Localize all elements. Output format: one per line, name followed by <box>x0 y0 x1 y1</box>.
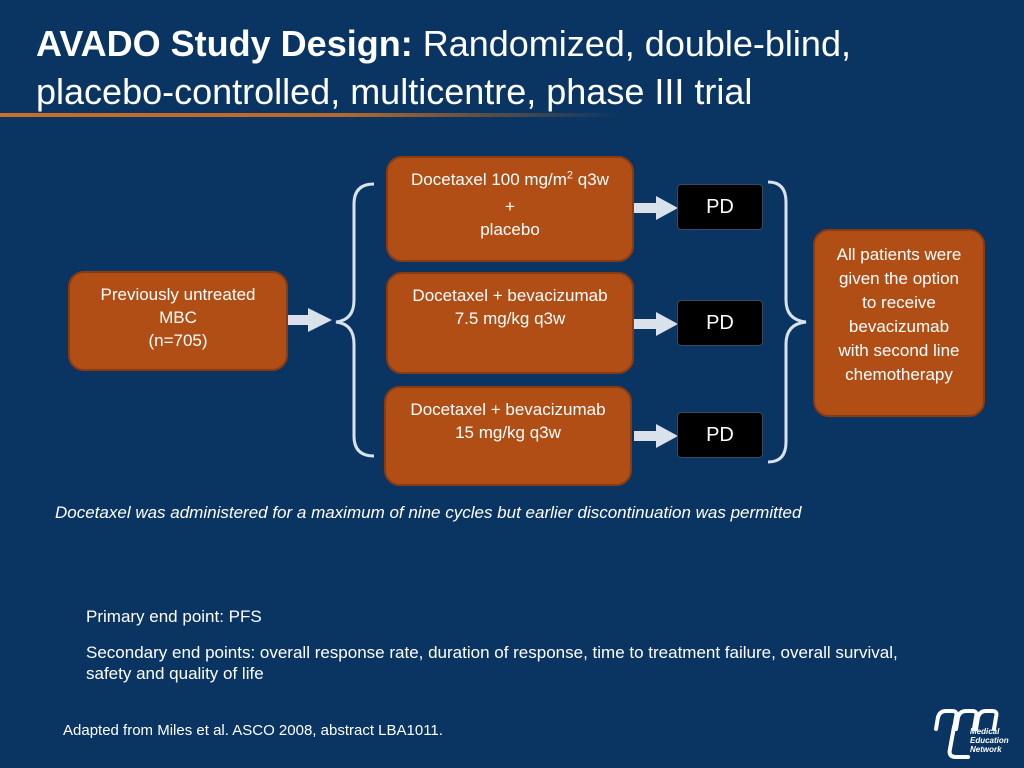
option-line: to receive <box>862 293 936 312</box>
title-underline <box>0 113 620 117</box>
arm2-line1: Docetaxel + bevacizumab <box>412 286 608 305</box>
arrow-population <box>288 308 332 332</box>
source-citation: Adapted from Miles et al. ASCO 2008, abs… <box>63 722 443 739</box>
left-brace <box>335 182 375 458</box>
population-line1: Previously untreated <box>100 285 256 304</box>
primary-endpoint: Primary end point: PFS <box>86 607 262 626</box>
pd-box-2: PD <box>677 300 763 346</box>
slide-title: AVADO Study Design: Randomized, double-b… <box>36 20 996 116</box>
second-line-option-box: All patients were given the option to re… <box>813 229 985 417</box>
option-line: All patients were <box>836 245 962 264</box>
pd-box-1: PD <box>677 184 763 230</box>
option-line: bevacizumab <box>848 317 950 336</box>
arm3-line2: 15 mg/kg q3w <box>455 423 561 442</box>
population-line2: MBC <box>159 308 197 327</box>
arm1-line3: placebo <box>480 220 540 239</box>
option-line: chemotherapy <box>845 365 953 384</box>
arrow-arm3-pd <box>634 424 678 448</box>
arm1-line2: + <box>505 197 515 216</box>
endpoints-section: Primary end point: PFS Secondary end poi… <box>86 606 946 699</box>
title-rest: Randomized, double-blind, placebo-contro… <box>36 23 851 112</box>
logo-wordmark: Medical Education Network <box>970 727 1009 754</box>
arrow-arm2-pd <box>634 312 678 336</box>
arm1-line1: Docetaxel 100 mg/m2 q3w <box>388 168 632 191</box>
right-brace <box>767 180 807 464</box>
arm-box-placebo: Docetaxel 100 mg/m2 q3w + placebo <box>386 156 634 262</box>
population-line3: (n=705) <box>148 331 208 350</box>
arm1-superscript: 2 <box>566 169 574 182</box>
medical-education-network-logo <box>934 709 999 759</box>
arm-box-bev-15: Docetaxel + bevacizumab 15 mg/kg q3w <box>384 386 632 486</box>
population-box: Previously untreated MBC (n=705) <box>68 271 288 371</box>
option-line: given the option <box>838 269 960 288</box>
arrow-arm1-pd <box>634 196 678 220</box>
arm-box-bev-7-5: Docetaxel + bevacizumab 7.5 mg/kg q3w <box>386 272 634 374</box>
logo-line: Medical <box>970 727 1000 736</box>
arm1-schedule: q3w <box>573 170 609 189</box>
secondary-endpoints: Secondary end points: overall response r… <box>86 643 898 683</box>
arm3-line1: Docetaxel + bevacizumab <box>410 400 606 419</box>
dosing-note: Docetaxel was administered for a maximum… <box>55 503 802 522</box>
title-bold: AVADO Study Design: <box>36 23 413 64</box>
arm1-dose: Docetaxel 100 mg/m <box>411 170 567 189</box>
logo-line: Network <box>970 745 1002 754</box>
pd-box-3: PD <box>677 412 763 458</box>
option-line: with second line <box>838 341 960 360</box>
arm2-line2: 7.5 mg/kg q3w <box>454 309 566 328</box>
logo-line: Education <box>970 736 1009 745</box>
